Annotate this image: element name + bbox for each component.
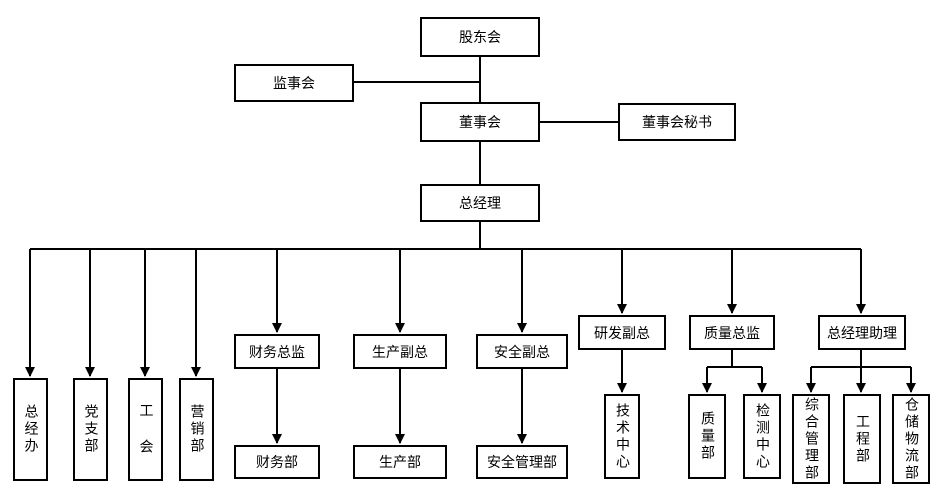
node-board-of-directors: 董事会 [420, 102, 540, 142]
node-labor-union: 工 会 [128, 378, 163, 481]
node-general-management-dept-label: 综合管理部 [803, 396, 819, 482]
node-engineering-dept-label: 工程部 [854, 413, 870, 465]
node-gm-office-label: 总经办 [22, 404, 39, 455]
node-rd-vp: 研发副总 [578, 315, 666, 350]
node-shareholders-meeting: 股东会 [420, 17, 540, 57]
node-party-branch: 党支部 [73, 378, 108, 481]
node-labor-union-label: 工 会 [137, 403, 154, 456]
node-production-vp: 生产副总 [353, 334, 447, 369]
node-quality-dept-label: 质量部 [699, 411, 715, 462]
node-technology-center: 技术中心 [604, 394, 640, 479]
node-gm-assistant: 总经理助理 [818, 315, 906, 350]
node-quality-director: 质量总监 [689, 315, 775, 350]
node-safety-management-dept: 安全管理部 [476, 445, 568, 479]
node-gm-office: 总经办 [13, 378, 48, 481]
node-marketing-dept: 营销部 [179, 378, 214, 481]
node-production-dept: 生产部 [353, 445, 447, 479]
node-general-management-dept: 综合管理部 [792, 394, 830, 484]
node-testing-center: 检测中心 [743, 394, 781, 479]
node-warehousing-logistics-dept: 仓储物流部 [892, 394, 930, 484]
node-general-manager: 总经理 [420, 184, 540, 222]
node-marketing-dept-label: 营销部 [188, 404, 205, 455]
node-board-secretary: 董事会秘书 [618, 103, 736, 141]
node-testing-center-label: 检测中心 [754, 402, 770, 471]
node-technology-center-label: 技术中心 [614, 402, 630, 471]
node-board-of-supervisors: 监事会 [234, 64, 354, 102]
node-warehousing-logistics-dept-label: 仓储物流部 [903, 396, 919, 482]
node-party-branch-label: 党支部 [82, 404, 99, 455]
node-quality-dept: 质量部 [688, 394, 726, 479]
node-safety-vp: 安全副总 [476, 334, 568, 369]
node-cfo: 财务总监 [234, 334, 320, 369]
node-finance-dept: 财务部 [234, 445, 320, 479]
node-engineering-dept: 工程部 [843, 394, 881, 484]
